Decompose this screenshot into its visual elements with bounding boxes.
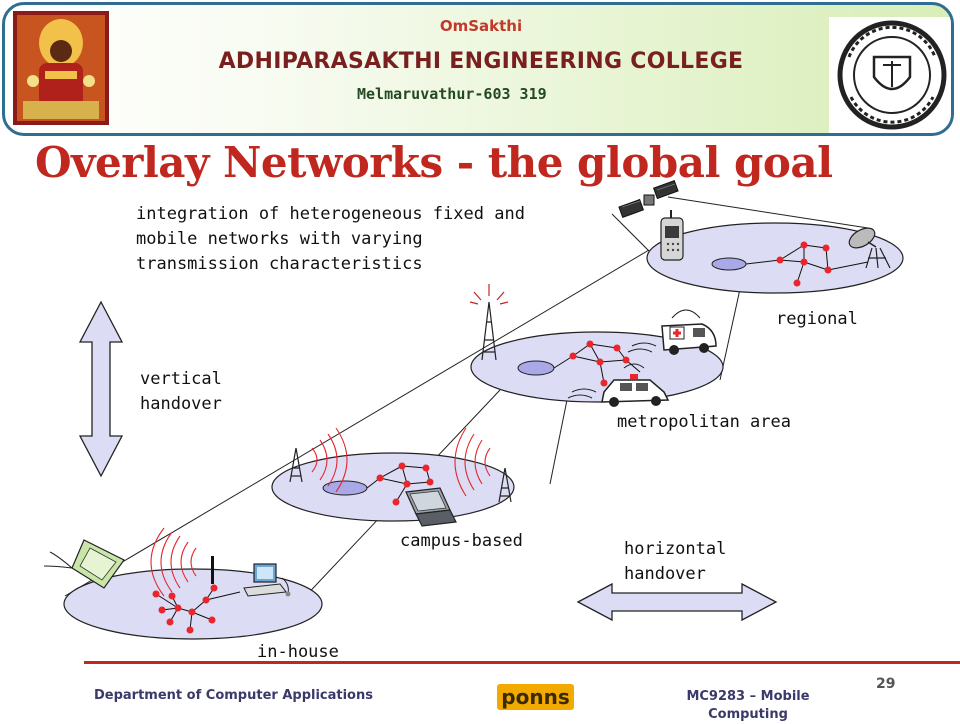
police-car-icon <box>567 363 670 407</box>
footer-divider <box>84 661 960 664</box>
college-location: Melmaruvathur-603 319 <box>357 85 547 103</box>
label-vertical: vertical <box>140 369 222 389</box>
label-campus: campus-based <box>400 531 523 551</box>
description-line-2: mobile networks with varying <box>136 229 423 249</box>
footer-brand-logo: ponns <box>497 684 574 710</box>
header-top-text: OmSakthi <box>439 17 523 35</box>
footer-course: MC9283 – Mobile Computing <box>686 689 810 722</box>
vertical-handover-arrow <box>78 300 124 478</box>
campus-tower-right-icon <box>454 427 512 503</box>
label-inhouse: in-house <box>257 642 339 662</box>
label-horizontal-handover: handover <box>624 564 706 584</box>
description-line-1: integration of heterogeneous fixed and <box>136 204 525 224</box>
campus-tower-left-icon <box>289 427 348 493</box>
satellite-dish-icon <box>848 227 891 269</box>
desktop-computer-icon <box>243 563 291 597</box>
college-seal-icon <box>829 17 951 133</box>
deity-logo-icon <box>13 11 109 125</box>
label-vertical-handover: handover <box>140 394 222 414</box>
laptop-icon <box>405 487 457 527</box>
page-number: 29 <box>876 676 896 692</box>
label-metropolitan: metropolitan area <box>617 412 791 432</box>
handheld-device-icon <box>43 539 125 589</box>
metro-tower-icon <box>469 284 509 361</box>
inhouse-radio-waves-icon <box>150 527 197 597</box>
label-horizontal: horizontal <box>624 539 727 559</box>
satellite-icon <box>618 179 679 219</box>
label-regional: regional <box>776 309 858 329</box>
college-name: ADHIPARASAKTHI ENGINEERING COLLEGE <box>218 49 744 74</box>
campus-network <box>271 452 515 522</box>
footer-department: Department of Computer Applications <box>94 688 373 703</box>
regional-network <box>646 222 904 294</box>
description-line-3: transmission characteristics <box>136 254 423 274</box>
mobile-phone-icon <box>660 210 684 261</box>
slide-title: Overlay Networks - the global goal <box>35 138 833 187</box>
ambulance-icon <box>627 309 717 355</box>
metropolitan-network <box>470 331 724 403</box>
college-header: OmSakthi ADHIPARASAKTHI ENGINEERING COLL… <box>2 2 954 136</box>
horizontal-handover-arrow <box>576 582 778 622</box>
